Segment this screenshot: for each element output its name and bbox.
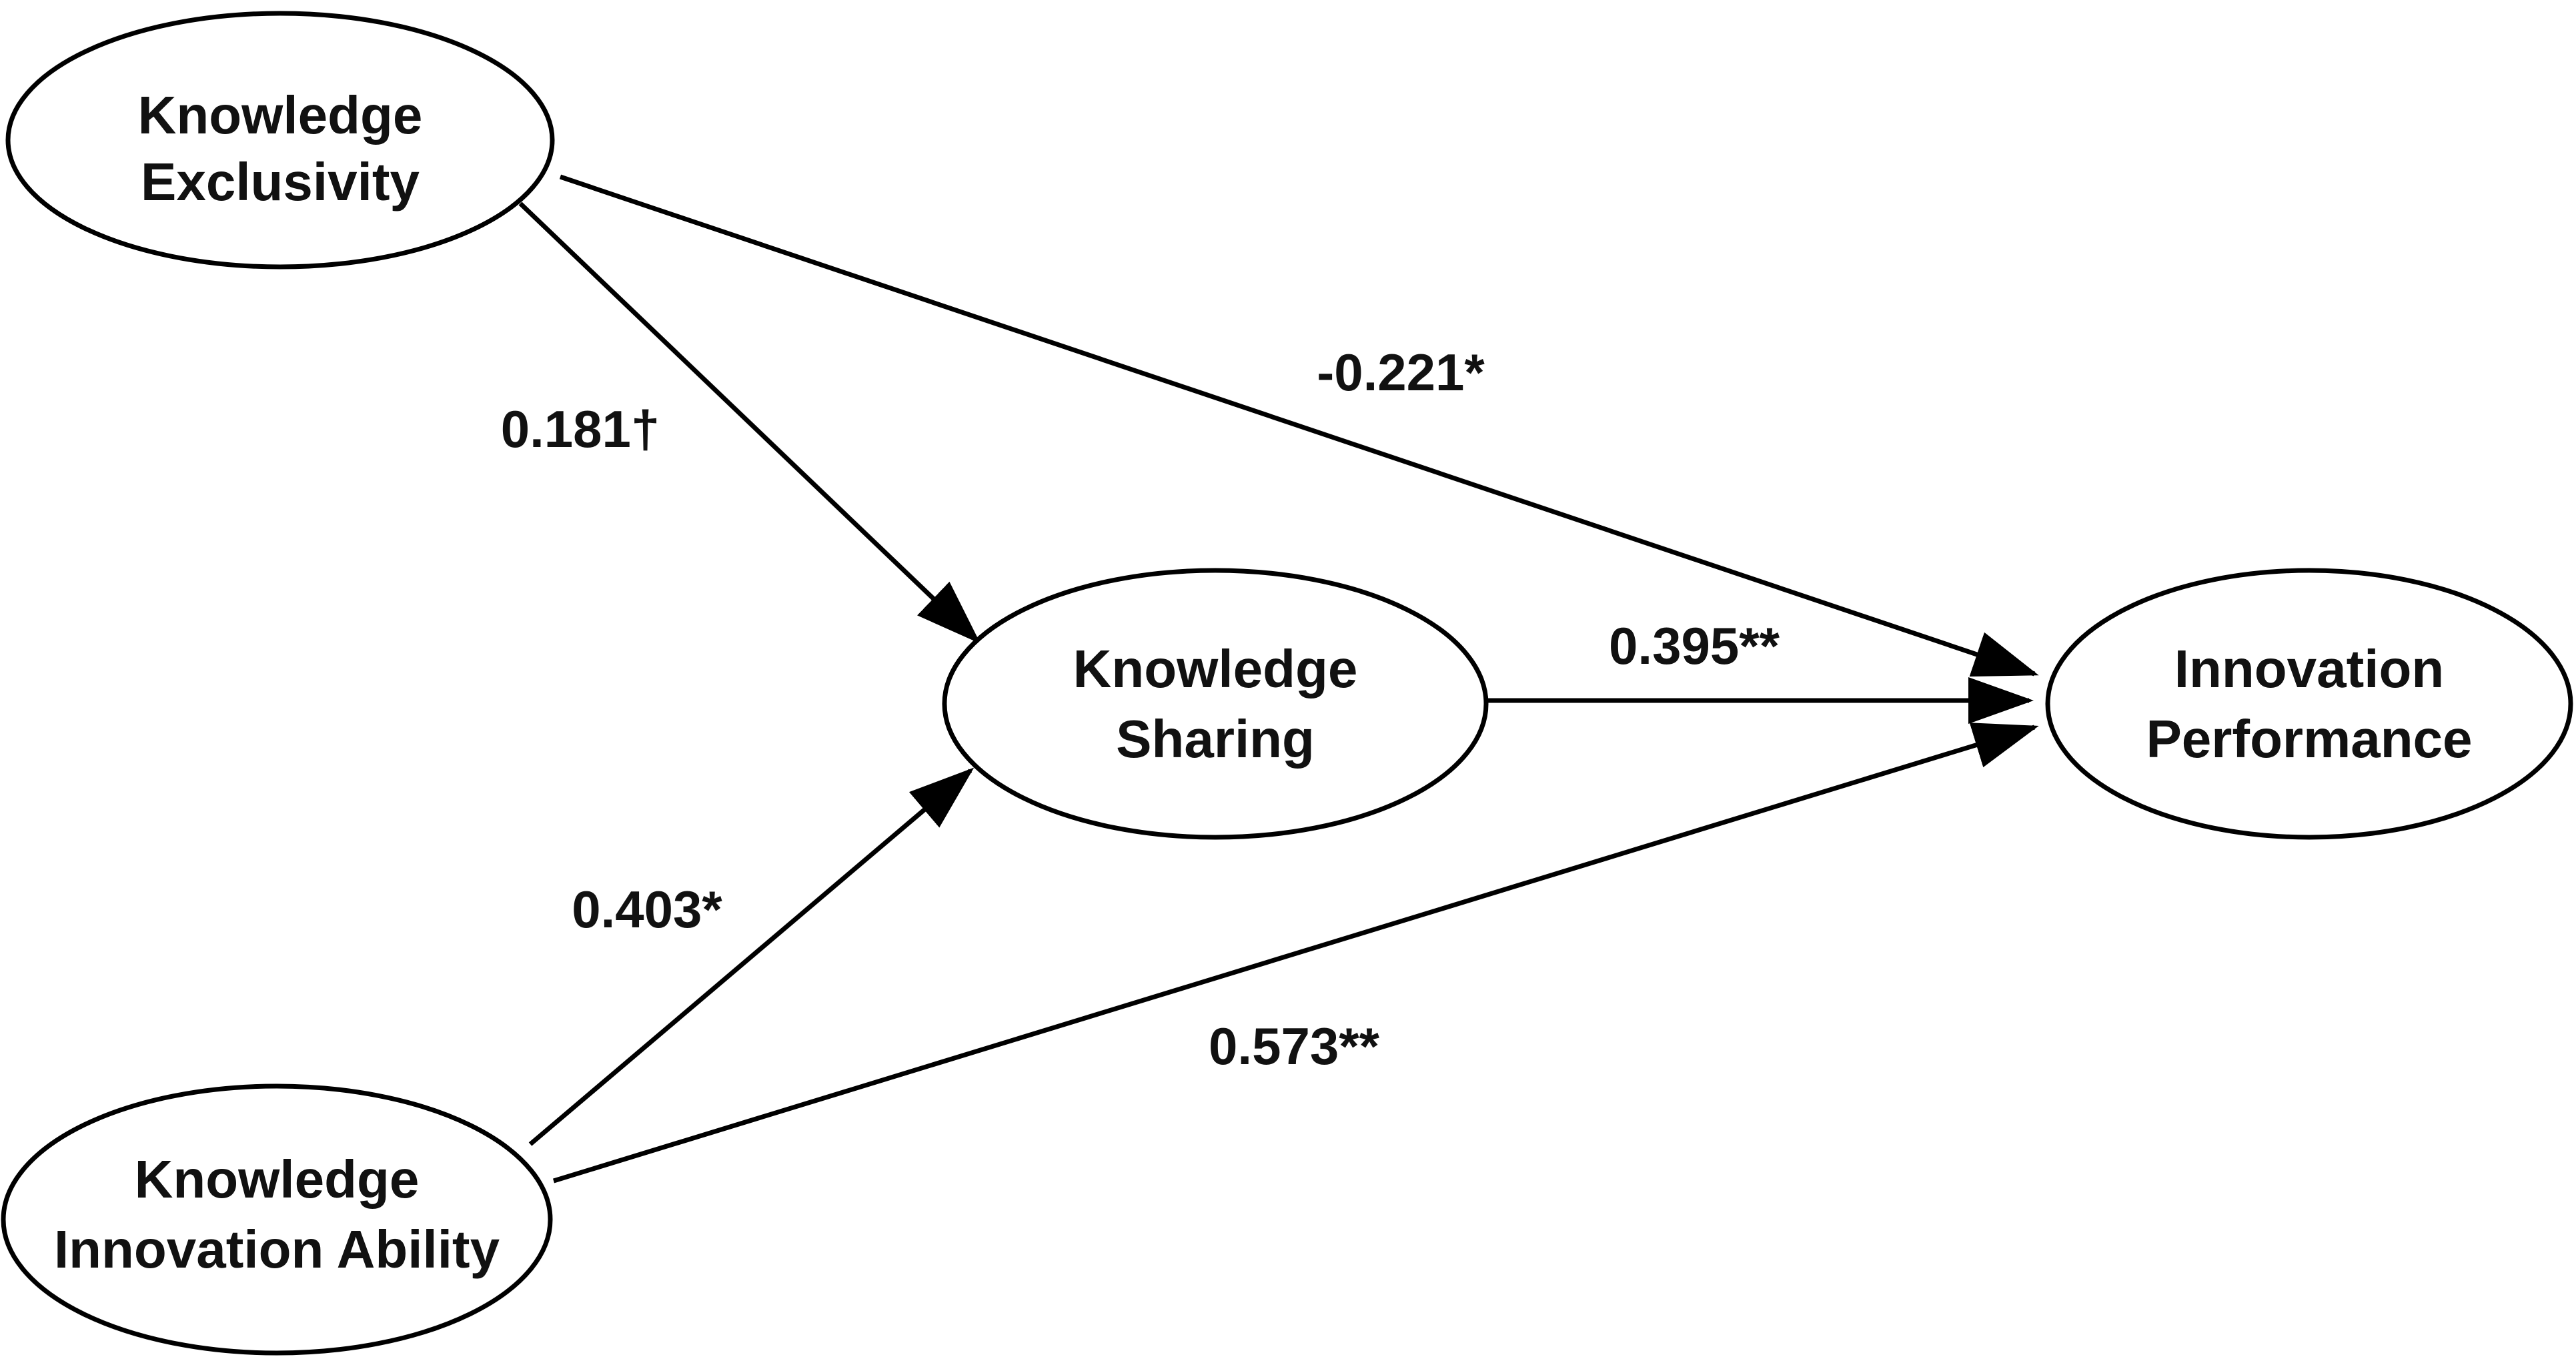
node-knowledge-innovation-ability-ellipse	[1, 1083, 553, 1356]
label-exclusivity-to-performance: -0.221*	[1317, 343, 1485, 402]
node-knowledge-exclusivity-label-line1: Knowledge	[138, 85, 423, 145]
arrow-ability-to-sharing	[528, 767, 975, 1146]
node-innovation-performance-label-line1: Innovation	[2174, 639, 2444, 699]
node-innovation-performance-label-line2: Performance	[2146, 709, 2472, 769]
node-knowledge-exclusivity: Knowledge Exclusivity	[5, 11, 555, 270]
arrow-exclusivity-to-sharing	[518, 201, 981, 644]
node-knowledge-sharing-label-line2: Sharing	[1116, 709, 1315, 769]
arrow-exclusivity-to-performance	[559, 174, 2039, 677]
label-sharing-to-performance: 0.395**	[1609, 616, 1780, 675]
edges	[518, 174, 2039, 1184]
node-knowledge-innovation-ability: Knowledge Innovation Ability	[1, 1083, 553, 1356]
label-ability-to-performance: 0.573**	[1209, 1017, 1380, 1075]
node-knowledge-innovation-ability-label-line1: Knowledge	[135, 1150, 420, 1209]
label-ability-to-sharing: 0.403*	[572, 880, 722, 939]
node-knowledge-sharing-ellipse	[942, 568, 1489, 840]
node-innovation-performance: Innovation Performance	[2045, 568, 2573, 840]
arrow-ability-to-performance	[552, 723, 2039, 1184]
node-knowledge-exclusivity-label-line2: Exclusivity	[141, 152, 420, 211]
node-innovation-performance-ellipse	[2045, 568, 2573, 840]
node-knowledge-innovation-ability-label-line2: Innovation Ability	[54, 1220, 500, 1279]
node-knowledge-exclusivity-ellipse	[5, 11, 555, 270]
edge-labels: 0.181† -0.221* 0.395** 0.403* 0.573**	[501, 343, 1780, 1075]
node-knowledge-sharing: Knowledge Sharing	[942, 568, 1489, 840]
node-knowledge-sharing-label-line1: Knowledge	[1073, 639, 1358, 699]
label-exclusivity-to-sharing: 0.181†	[501, 400, 660, 458]
